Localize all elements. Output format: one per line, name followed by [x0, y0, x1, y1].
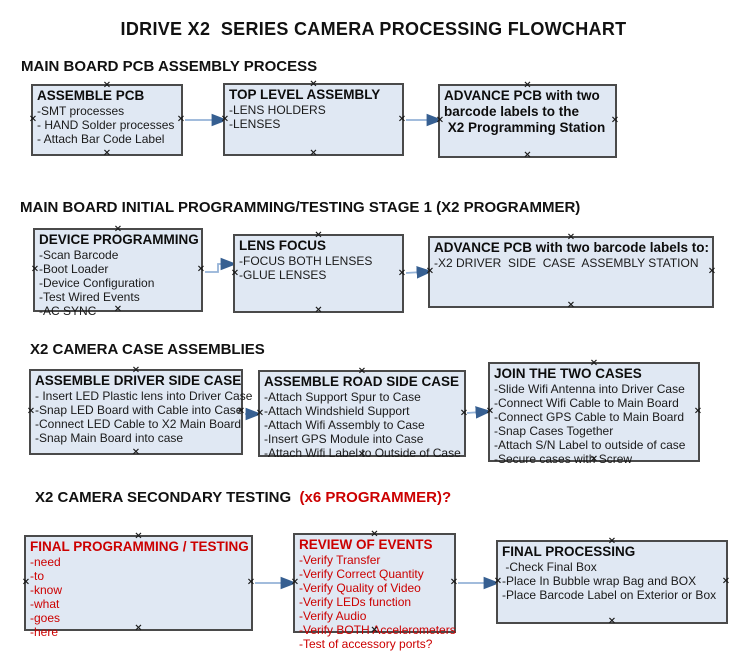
box-title: FINAL PROCESSING [502, 544, 636, 559]
box-items: -X2 DRIVER SIDE CASE ASSEMBLY STATION [434, 256, 699, 270]
selection-handle-left: × [290, 576, 300, 588]
selection-handle-left: × [435, 114, 445, 126]
flow-box-review-of-events[interactable]: REVIEW OF EVENTS -Verify Transfer -Verif… [290, 529, 458, 651]
box-title: ASSEMBLE ROAD SIDE CASE [264, 374, 460, 389]
page-title: IDRIVE X2 SERIES CAMERA PROCESSING FLOWC… [120, 19, 627, 39]
box-items: -need -to -know -what -goes -here [30, 555, 63, 639]
flow-box-final-processing[interactable]: FINAL PROCESSING -Check Final Box -Place… [493, 536, 730, 627]
box-title: ADVANCE PCB with two barcode labels to t… [444, 88, 606, 135]
flow-box-top-level-assembly[interactable]: TOP LEVEL ASSEMBLY -LENS HOLDERS -LENSES… [220, 79, 406, 159]
section-header-secondary-testing: X2 CAMERA SECONDARY TESTING (x6 PROGRAMM… [35, 489, 451, 506]
arrow-device-programming-to-lens-focus [205, 257, 237, 273]
box-title: REVIEW OF EVENTS [299, 537, 433, 552]
selection-handle-left: × [485, 405, 495, 417]
flow-box-assemble-road-side-case[interactable]: ASSEMBLE ROAD SIDE CASE -Attach Support … [255, 366, 468, 460]
box-title: JOIN THE TWO CASES [494, 366, 642, 381]
flow-box-advance-pcb-driver-side-station[interactable]: ADVANCE PCB with two barcode labels to: … [425, 232, 716, 311]
box-title: TOP LEVEL ASSEMBLY [229, 87, 381, 102]
selection-handle-bottom: × [309, 147, 318, 159]
box-title: ASSEMBLE PCB [37, 88, 145, 103]
flow-box-final-programming-testing[interactable]: FINAL PROGRAMMING / TESTING -need -to -k… [21, 531, 255, 639]
selection-handle-bottom: × [314, 304, 323, 316]
flow-box-assemble-driver-side-case[interactable]: ASSEMBLE DRIVER SIDE CASE - Insert LED P… [26, 365, 253, 458]
flow-box-join-the-two-cases[interactable]: JOIN THE TWO CASES -Slide Wifi Antenna i… [485, 358, 702, 466]
selection-handle-left: × [26, 405, 36, 417]
box-title: ADVANCE PCB with two barcode labels to: [434, 240, 710, 255]
selection-handle-left: × [425, 265, 435, 277]
box-items: -FOCUS BOTH LENSES -GLUE LENSES [239, 254, 373, 282]
flow-box-device-programming[interactable]: DEVICE PROGRAMMING -Scan Barcode -Boot L… [30, 224, 205, 318]
selection-handle-left: × [30, 263, 40, 275]
selection-handle-left: × [21, 576, 31, 588]
selection-handle-left: × [220, 113, 230, 124]
selection-handle-bottom: × [566, 299, 576, 311]
section-header-black-part: X2 CAMERA SECONDARY TESTING [35, 489, 292, 506]
section-header-case-assemblies: X2 CAMERA CASE ASSEMBLIES [30, 341, 265, 358]
box-items: -Verify Transfer -Verify Correct Quantit… [299, 553, 456, 651]
section-header-red-part: (x6 PROGRAMMER)? [291, 489, 452, 506]
flow-box-advance-pcb-programming-station[interactable]: ADVANCE PCB with two barcode labels to t… [435, 80, 619, 161]
selection-handle-bottom: × [102, 147, 112, 159]
box-title: LENS FOCUS [239, 238, 327, 253]
flow-box-lens-focus[interactable]: LENS FOCUS -FOCUS BOTH LENSES -GLUE LENS… [230, 230, 406, 316]
flow-box-assemble-pcb[interactable]: ASSEMBLE PCB -SMT processes - HAND Solde… [28, 80, 185, 159]
selection-handle-left: × [255, 407, 265, 418]
box-items: -Attach Support Spur to Case -Attach Win… [264, 390, 461, 460]
selection-handle-bottom: × [607, 615, 617, 627]
section-header-pcb-assembly: MAIN BOARD PCB ASSEMBLY PROCESS [21, 58, 318, 75]
box-items: -Check Final Box -Place In Bubble wrap B… [502, 560, 717, 602]
box-items: -Scan Barcode -Boot Loader -Device Confi… [39, 248, 155, 318]
box-items: - Insert LED Plastic lens into Driver Ca… [35, 389, 253, 445]
arrow-lens-focus-to-advance-2 [405, 266, 433, 279]
selection-handle-left: × [493, 575, 503, 587]
box-title: ASSEMBLE DRIVER SIDE CASE [35, 373, 242, 388]
box-items: -Slide Wifi Antenna into Driver Case -Co… [494, 382, 686, 466]
selection-handle-bottom: × [131, 446, 141, 458]
box-items: -SMT processes - HAND Solder processes -… [37, 104, 175, 146]
arrow-road-case-to-join-cases [466, 406, 492, 419]
box-items: -LENS HOLDERS -LENSES [229, 103, 326, 131]
selection-handle-bottom: × [523, 149, 532, 161]
selection-handle-left: × [230, 267, 240, 278]
box-title: FINAL PROGRAMMING / TESTING [30, 539, 249, 554]
box-title: DEVICE PROGRAMMING [39, 232, 199, 247]
selection-handle-left: × [28, 113, 38, 125]
section-header-initial-programming: MAIN BOARD INITIAL PROGRAMMING/TESTING S… [20, 199, 581, 216]
